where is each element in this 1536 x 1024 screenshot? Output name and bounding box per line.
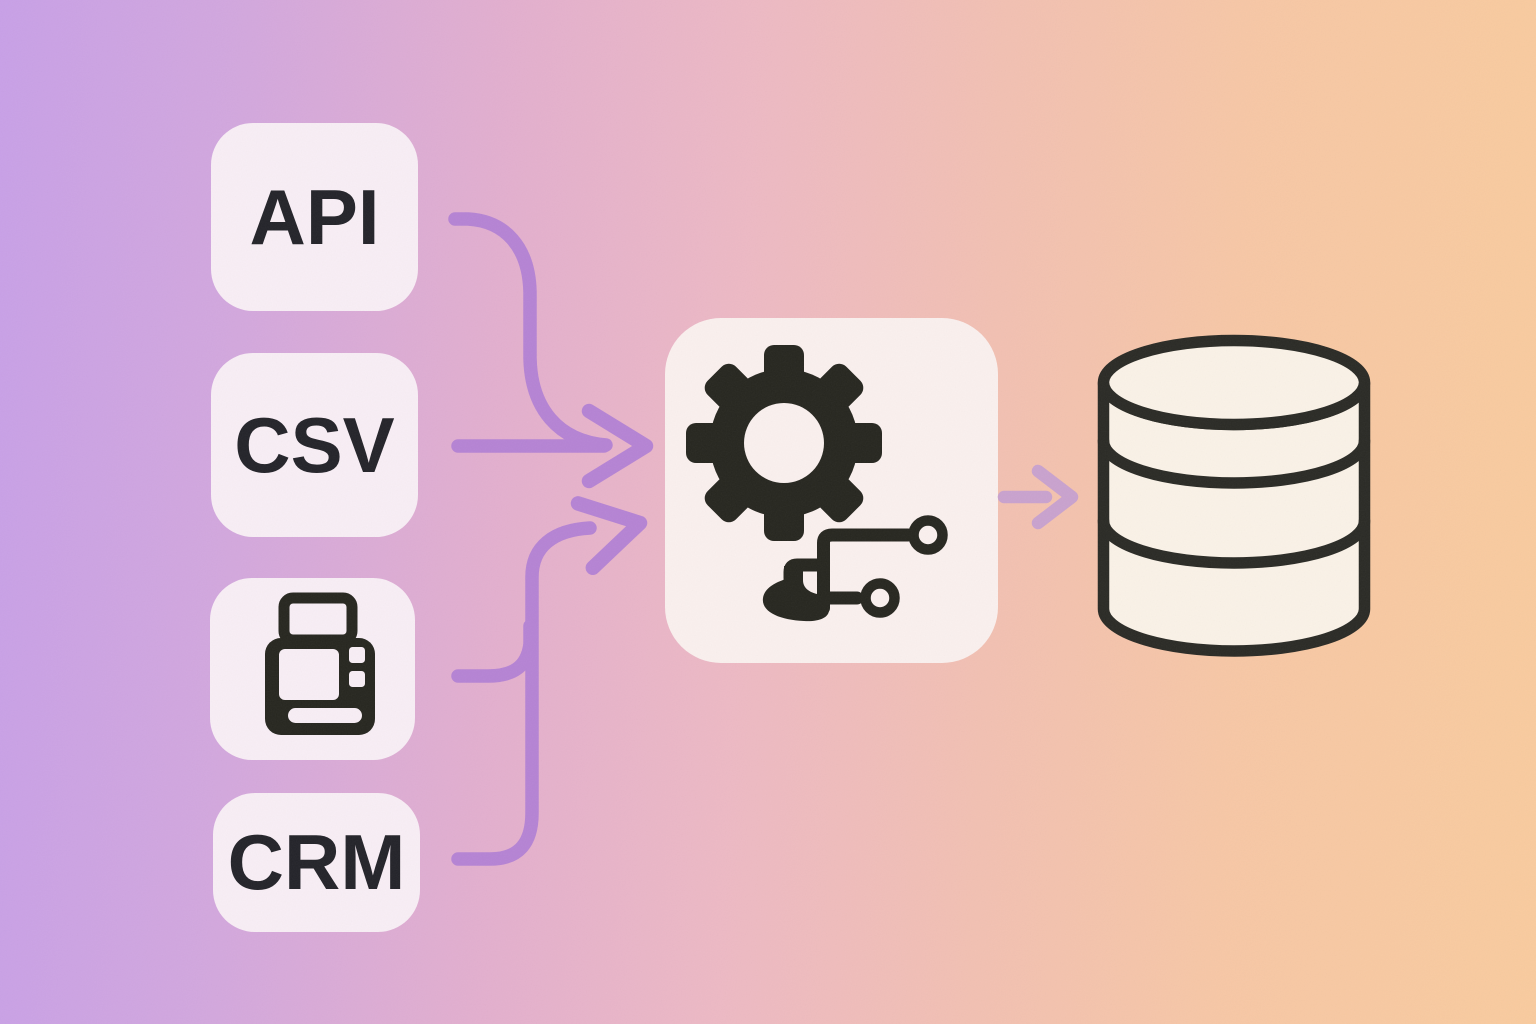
- database-icon: [1097, 334, 1371, 657]
- merge-arrowhead-bottom: [570, 496, 648, 576]
- api-to-processor-arrow: [448, 212, 613, 452]
- crm-to-processor-arrow: [451, 521, 597, 866]
- api-label: API: [249, 172, 380, 261]
- merge-arrowhead-top: [581, 403, 654, 489]
- node-processor: [665, 318, 998, 663]
- output-arrowhead: [1031, 464, 1079, 530]
- node-device: [210, 578, 415, 760]
- crm-label: CRM: [227, 818, 406, 906]
- device-to-processor-arrow: [451, 619, 537, 683]
- csv-label: CSV: [234, 400, 395, 489]
- node-csv: CSV: [211, 353, 418, 537]
- node-crm: CRM: [213, 793, 420, 932]
- node-api: API: [211, 123, 418, 311]
